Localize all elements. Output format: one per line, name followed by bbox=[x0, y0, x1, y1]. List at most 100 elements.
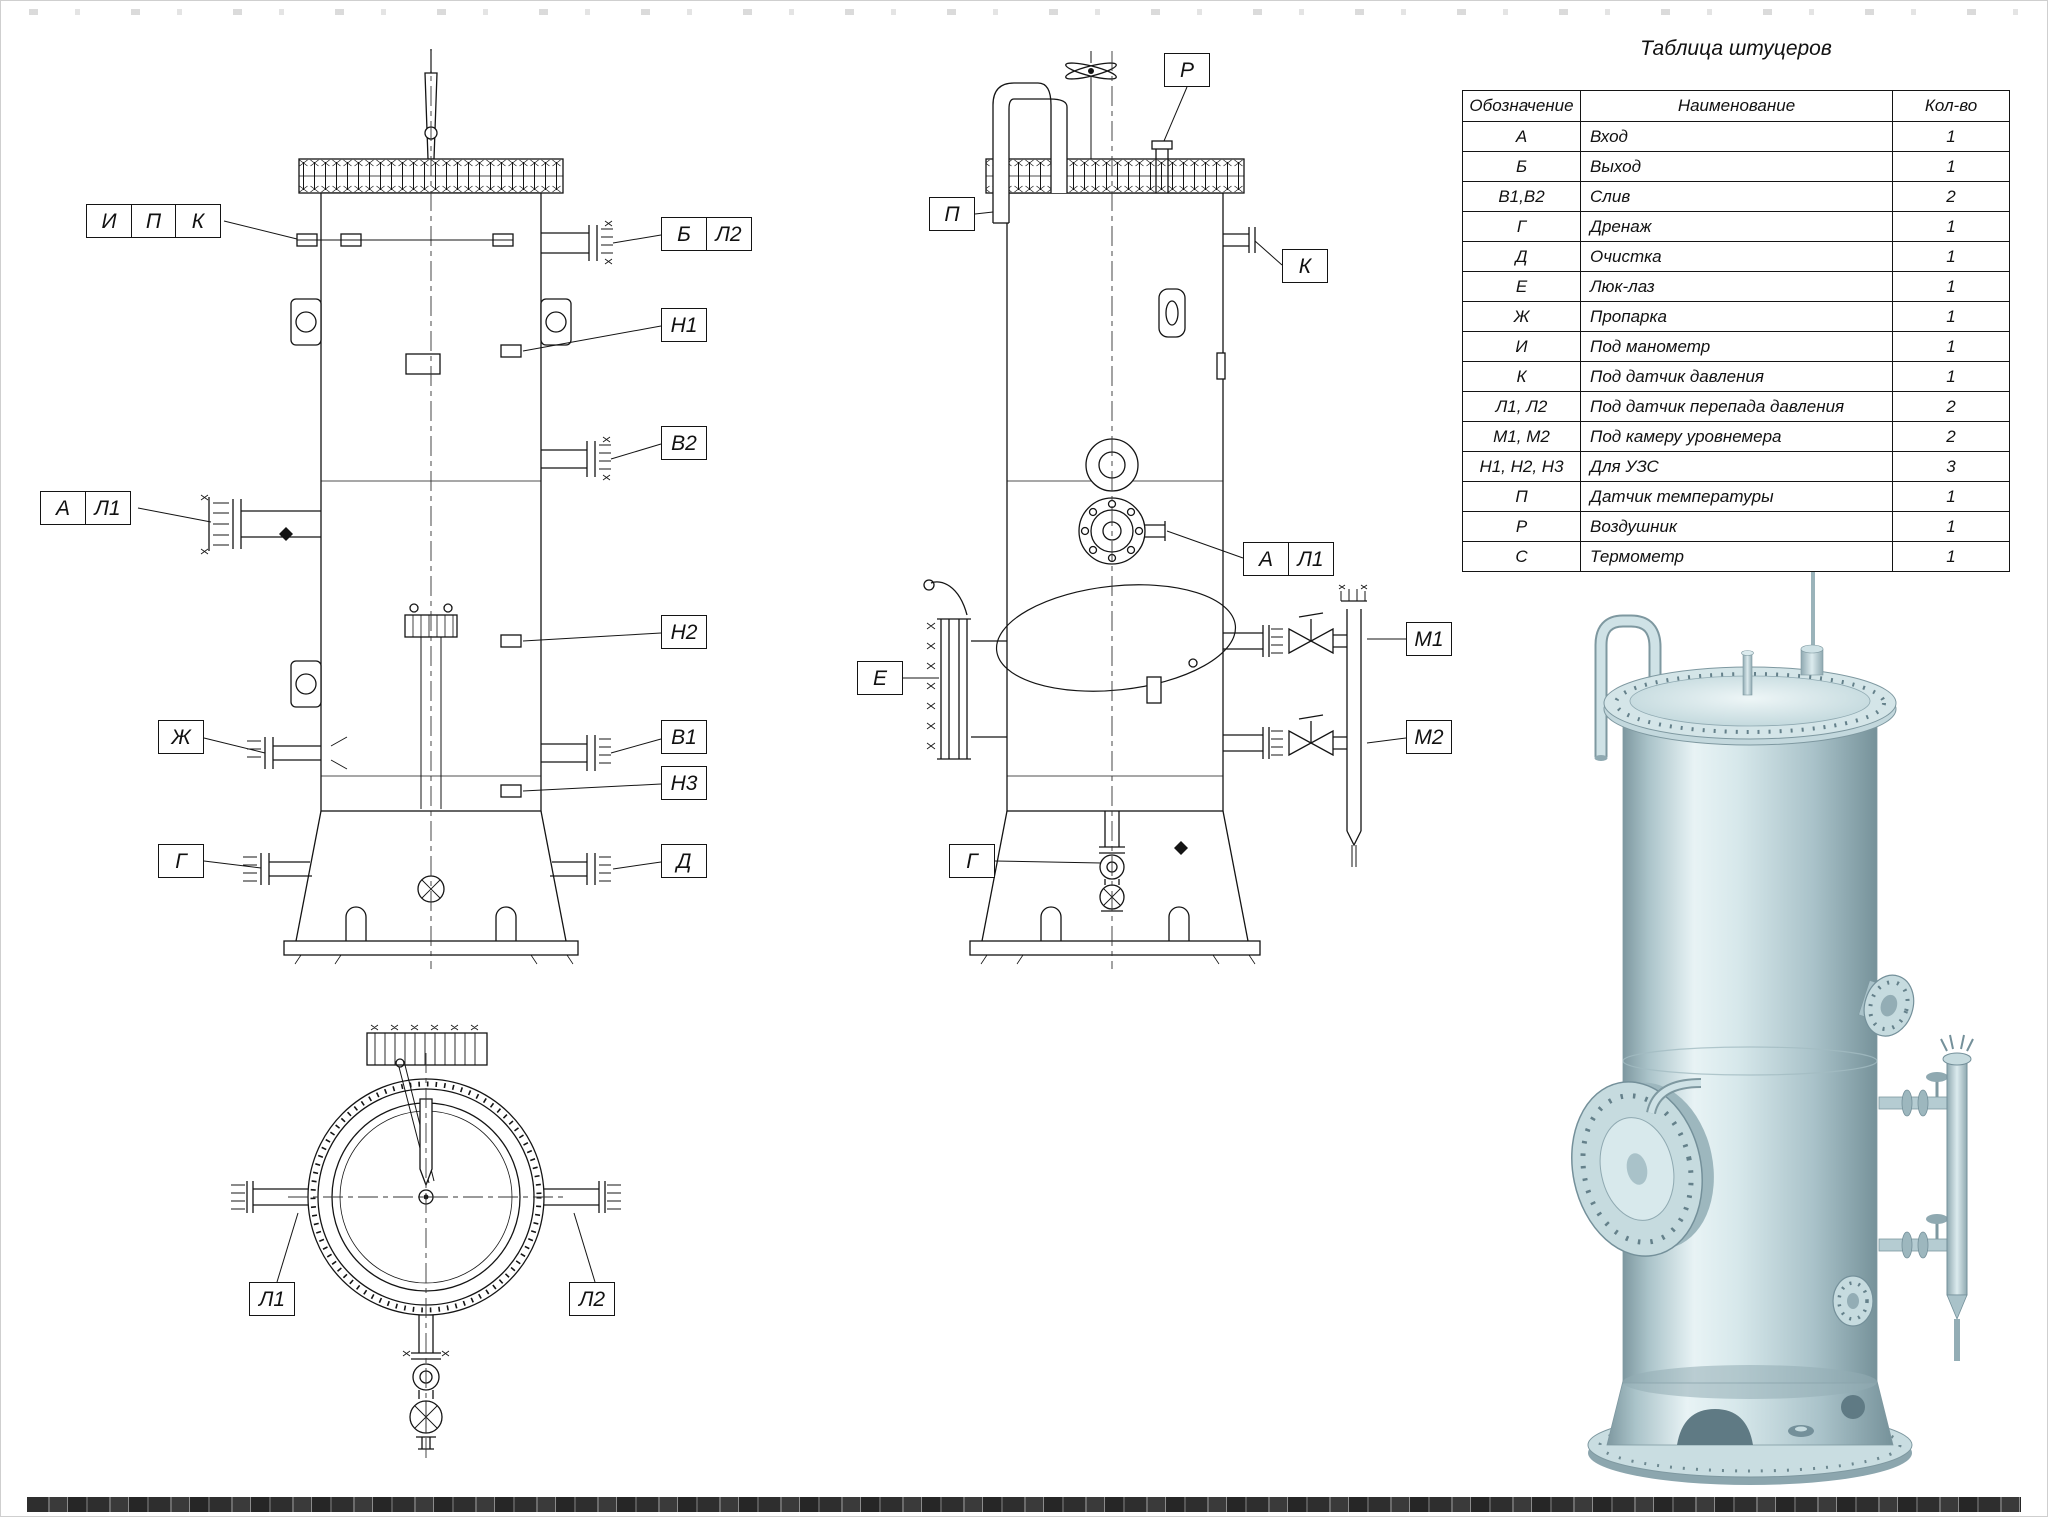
callout-n2-box: Н2 bbox=[661, 615, 707, 649]
table-row: М1, М2 Под камеру уровнемера 2 bbox=[1463, 421, 2009, 451]
callout-group-a-l1: А Л1 bbox=[40, 491, 131, 525]
callout-a: А bbox=[40, 491, 86, 525]
nozzle-name: Слив bbox=[1580, 182, 1892, 211]
nozzle-code: С bbox=[1515, 546, 1528, 566]
callout-g-front: Г bbox=[158, 844, 204, 878]
nozzle-name: Термометр bbox=[1580, 542, 1892, 571]
callout-g-front-box: Г bbox=[158, 844, 204, 878]
nozzle-name: Для УЗС bbox=[1580, 452, 1892, 481]
callout-k-side-box: К bbox=[1282, 249, 1328, 283]
table-row: Б Выход 1 bbox=[1463, 151, 2009, 181]
nozzle-name: Под датчик перепада давления bbox=[1580, 392, 1892, 421]
callout-l1-top: Л1 bbox=[249, 1282, 295, 1316]
table-row: Ж Пропарка 1 bbox=[1463, 301, 2009, 331]
nozzle-qty: 3 bbox=[1892, 452, 2009, 481]
table-row: Р Воздушник 1 bbox=[1463, 511, 2009, 541]
callout-k-side: К bbox=[1282, 249, 1328, 283]
callout-group-i-p-k: И П К bbox=[86, 204, 221, 238]
nozzle-qty: 1 bbox=[1892, 272, 2009, 301]
callout-k: К bbox=[175, 204, 221, 238]
callout-e-box: Е bbox=[857, 661, 903, 695]
nozzle-code: К bbox=[1516, 366, 1527, 386]
callout-m2: М2 bbox=[1406, 720, 1452, 754]
table-row: П Датчик температуры 1 bbox=[1463, 481, 2009, 511]
nozzle-code: Д bbox=[1515, 246, 1528, 266]
nozzle-table: Таблица штуцеров Обозначение Наименовани… bbox=[1462, 37, 2010, 572]
callout-l2-top: Л2 bbox=[569, 1282, 615, 1316]
nozzle-code: А bbox=[1515, 126, 1528, 146]
nozzle-name: Под камеру уровнемера bbox=[1580, 422, 1892, 451]
table-row: А Вход 1 bbox=[1463, 121, 2009, 151]
callout-a-side: А bbox=[1243, 542, 1289, 576]
nozzle-table-grid: Обозначение Наименование Кол-во А Вход 1… bbox=[1462, 90, 2010, 572]
callout-i: И bbox=[86, 204, 132, 238]
callout-r: Р bbox=[1164, 53, 1210, 87]
nozzle-qty: 1 bbox=[1892, 512, 2009, 541]
table-row: В1,В2 Слив 2 bbox=[1463, 181, 2009, 211]
nozzle-qty: 1 bbox=[1892, 302, 2009, 331]
callout-m2-box: М2 bbox=[1406, 720, 1452, 754]
callout-r-box: Р bbox=[1164, 53, 1210, 87]
callout-zh-box: Ж bbox=[158, 720, 204, 754]
callout-n1: Н1 bbox=[661, 308, 707, 342]
callout-group-a-l1-side: А Л1 bbox=[1243, 542, 1334, 576]
nozzle-qty: 1 bbox=[1892, 242, 2009, 271]
nozzle-qty: 1 bbox=[1892, 122, 2009, 151]
nozzle-qty: 1 bbox=[1892, 152, 2009, 181]
col-header-name: Наименование bbox=[1580, 91, 1892, 121]
callout-d: Д bbox=[661, 844, 707, 878]
nozzle-qty: 1 bbox=[1892, 212, 2009, 241]
nozzle-code: Е bbox=[1515, 276, 1528, 296]
col-header-code: Обозначение bbox=[1469, 96, 1574, 115]
nozzle-qty: 2 bbox=[1892, 422, 2009, 451]
table-row: С Термометр 1 bbox=[1463, 541, 2009, 571]
nozzle-name: Пропарка bbox=[1580, 302, 1892, 331]
table-row: И Под манометр 1 bbox=[1463, 331, 2009, 361]
table-row: Д Очистка 1 bbox=[1463, 241, 2009, 271]
nozzle-qty: 1 bbox=[1892, 362, 2009, 391]
callout-group-b-l2: Б Л2 bbox=[661, 217, 752, 251]
nozzle-name: Воздушник bbox=[1580, 512, 1892, 541]
nozzle-code: Г bbox=[1516, 216, 1527, 236]
callout-l1-top-box: Л1 bbox=[249, 1282, 295, 1316]
nozzle-qty: 1 bbox=[1892, 542, 2009, 571]
nozzle-code: Ж bbox=[1513, 306, 1530, 326]
callout-d-box: Д bbox=[661, 844, 707, 878]
callout-p: П bbox=[130, 204, 177, 238]
top-view bbox=[231, 1024, 621, 1459]
table-title: Таблица штуцеров bbox=[1640, 37, 1832, 60]
nozzle-code: И bbox=[1515, 336, 1528, 356]
callout-v2: В2 bbox=[661, 426, 707, 460]
front-view bbox=[200, 49, 613, 969]
nozzle-name: Датчик температуры bbox=[1580, 482, 1892, 511]
nozzle-code: Б bbox=[1515, 156, 1528, 176]
nozzle-name: Очистка bbox=[1580, 242, 1892, 271]
callout-e: Е bbox=[857, 661, 903, 695]
nozzle-qty: 1 bbox=[1892, 482, 2009, 511]
callout-n2: Н2 bbox=[661, 615, 707, 649]
callout-p-side: П bbox=[929, 197, 975, 231]
table-header-row: Обозначение Наименование Кол-во bbox=[1463, 91, 2009, 121]
callout-n3: Н3 bbox=[661, 766, 707, 800]
nozzle-qty: 2 bbox=[1892, 182, 2009, 211]
callout-l2: Л2 bbox=[705, 217, 752, 251]
nozzle-name: Вход bbox=[1580, 122, 1892, 151]
nozzle-code: М1, М2 bbox=[1493, 426, 1550, 446]
leader-lines bbox=[137, 86, 1407, 1283]
callout-v1-box: В1 bbox=[661, 720, 707, 754]
callout-v2-box: В2 bbox=[661, 426, 707, 460]
table-row: К Под датчик давления 1 bbox=[1463, 361, 2009, 391]
callout-b: Б bbox=[661, 217, 707, 251]
callout-m1: М1 bbox=[1406, 622, 1452, 656]
nozzle-name: Выход bbox=[1580, 152, 1892, 181]
nozzle-code: Н1, Н2, Н3 bbox=[1479, 456, 1564, 476]
table-row: Е Люк-лаз 1 bbox=[1463, 271, 2009, 301]
nozzle-name: Дренаж bbox=[1580, 212, 1892, 241]
callout-v1: В1 bbox=[661, 720, 707, 754]
table-row: Г Дренаж 1 bbox=[1463, 211, 2009, 241]
nozzle-name: Под датчик давления bbox=[1580, 362, 1892, 391]
callout-m1-box: М1 bbox=[1406, 622, 1452, 656]
scan-noise-top bbox=[29, 9, 2019, 15]
